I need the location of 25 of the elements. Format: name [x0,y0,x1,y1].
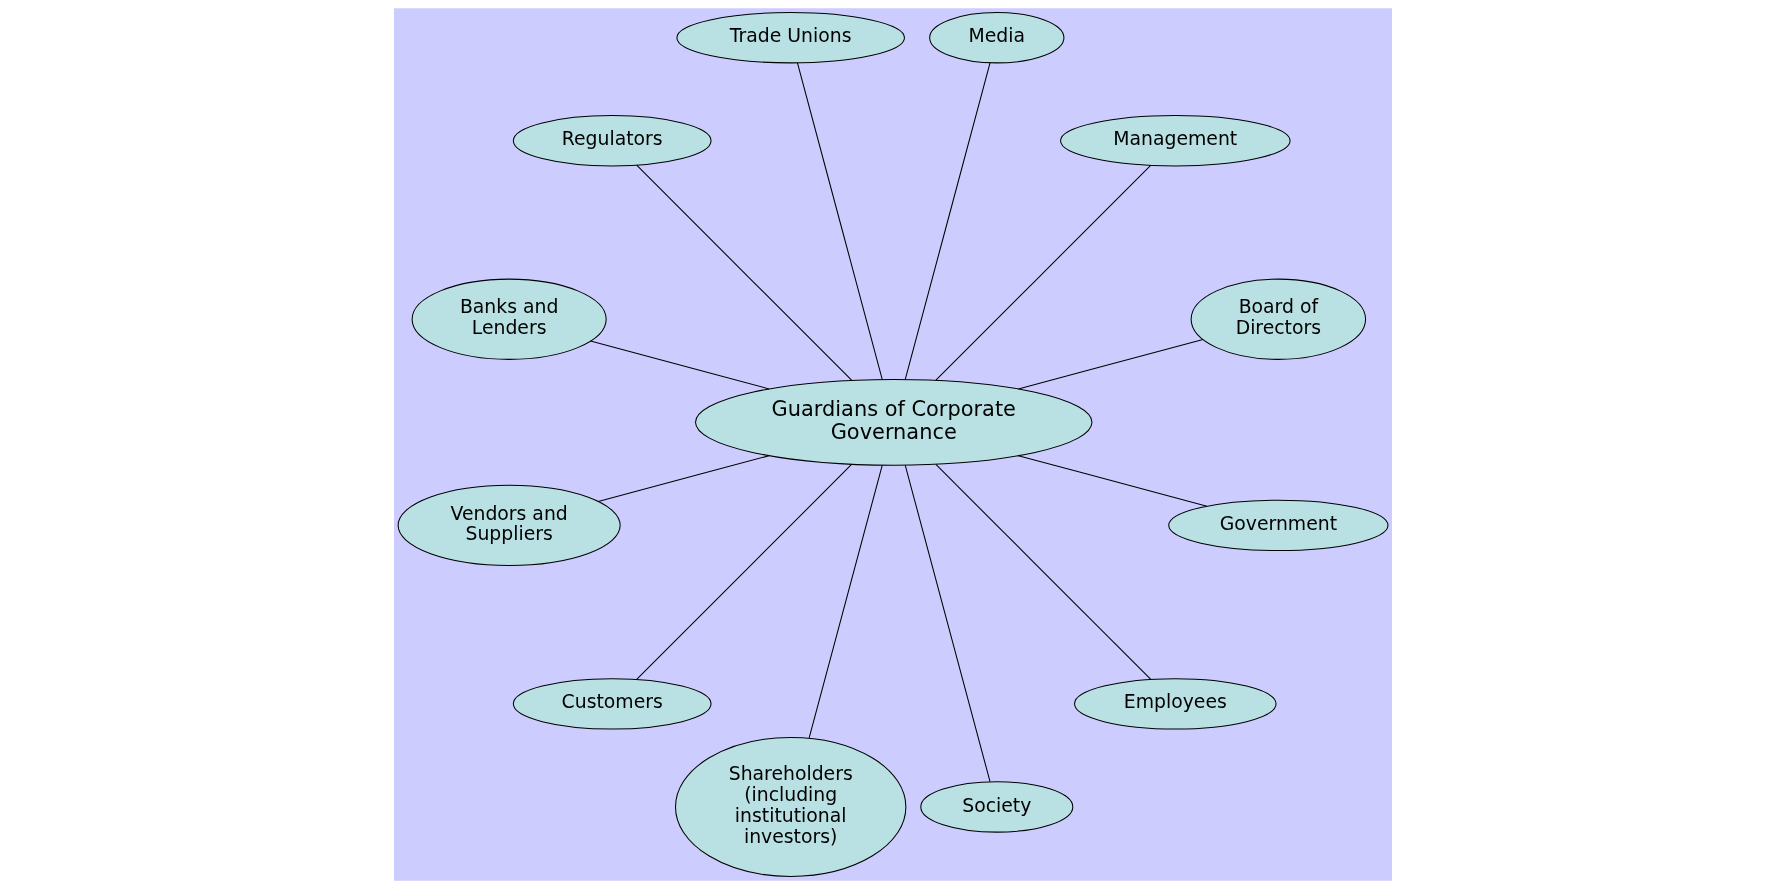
node-ellipse: Banks and Lenders [411,278,607,360]
connector [904,464,991,783]
node-ellipse: Employees [1073,678,1277,730]
node-ellipse: Management [1059,115,1291,167]
node-ellipse: Vendors and Suppliers [397,484,621,567]
connector [589,340,770,390]
node-ellipse: Customers [512,678,712,730]
node-ellipse: Board of Directors [1190,278,1366,360]
connector [808,464,883,739]
connector [597,455,770,503]
connector [635,463,852,680]
connector [934,165,1151,381]
node-ellipse: Trade Unions [675,12,905,64]
node-ellipse: Regulators [512,115,712,167]
connector [934,463,1151,680]
node-ellipse: Society [919,781,1073,833]
node-ellipse: Media [928,12,1064,64]
connector [796,62,883,380]
connector [1017,455,1207,507]
connector [635,164,852,381]
node-ellipse: Government [1167,499,1388,552]
node-ellipse: Guardians of Corporate Governance [694,378,1092,466]
connector [904,62,991,380]
node-ellipse: Shareholders (including institutional investors) [674,736,906,877]
connector [1017,338,1204,390]
